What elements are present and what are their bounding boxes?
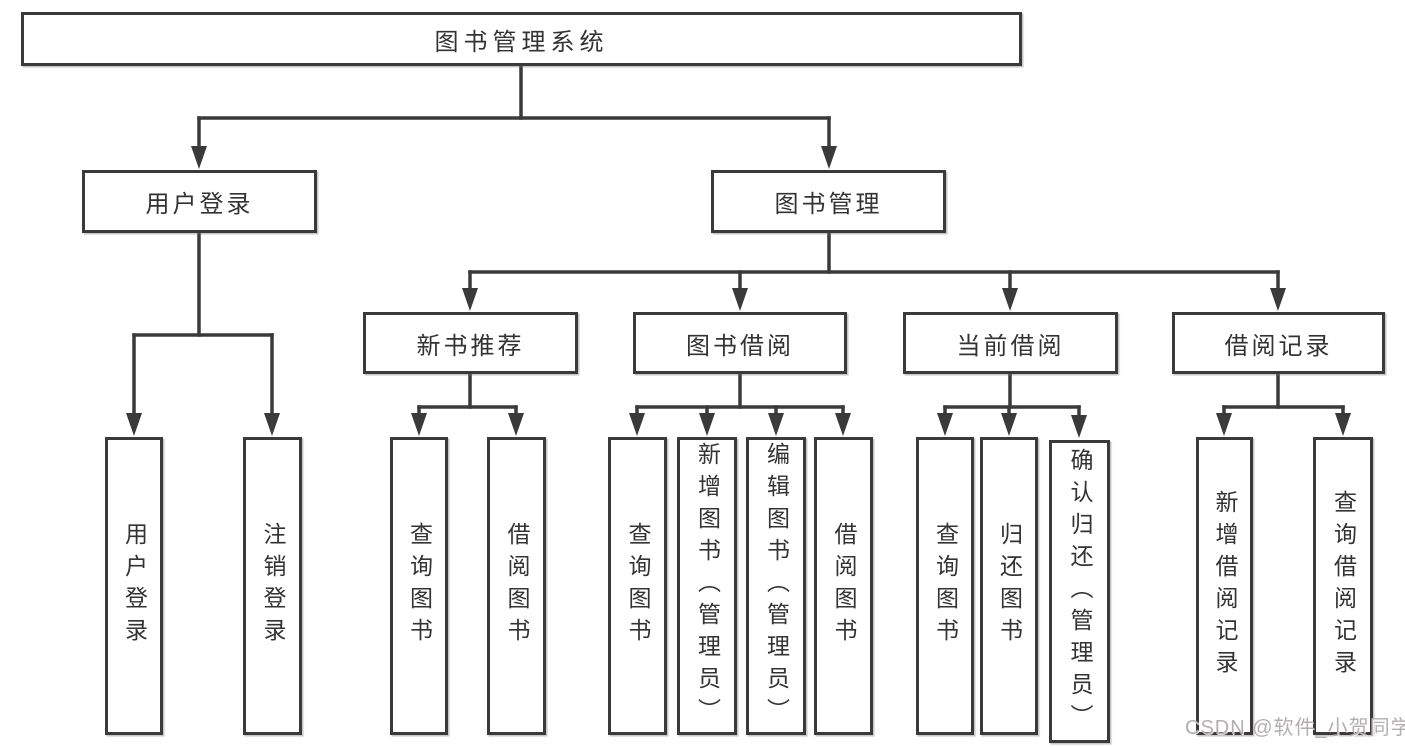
arrowhead [1002, 288, 1018, 311]
arrowhead [1216, 413, 1232, 436]
connector-root-to-level2 [191, 64, 837, 169]
leaf-query-books-current: 查询图书 [916, 437, 974, 735]
arrowhead [1001, 413, 1017, 436]
leaf-query-books-borrow: 查询图书 [608, 437, 667, 735]
leaf-query-borrow-record: 查询借阅记录 [1313, 437, 1373, 735]
arrowhead [1071, 415, 1087, 438]
node-book-borrow: 图书借阅 [633, 312, 847, 374]
arrowhead [835, 413, 851, 436]
leaf-edit-book-admin: 编辑图书（管理员） [746, 437, 806, 735]
arrowhead [462, 288, 478, 311]
node-new-book-recommend: 新书推荐 [363, 312, 578, 374]
arrowhead [699, 413, 715, 436]
connector-borrow-records-to-leaves [1216, 372, 1351, 436]
leaf-add-borrow-record: 新增借阅记录 [1196, 437, 1253, 735]
leaf-logout: 注销登录 [243, 437, 302, 735]
arrowhead [629, 413, 645, 436]
node-current-borrow: 当前借阅 [903, 312, 1118, 374]
arrowhead [264, 413, 280, 436]
leaf-return-books: 归还图书 [980, 437, 1038, 735]
arrowhead [508, 413, 524, 436]
node-user-login: 用户登录 [82, 170, 317, 233]
connector-new-book-recommend-to-leaves [411, 372, 524, 436]
node-borrow-records: 借阅记录 [1172, 312, 1385, 374]
arrowhead [411, 413, 427, 436]
arrowhead [1335, 413, 1351, 436]
arrowhead [126, 413, 142, 436]
arrowhead [768, 413, 784, 436]
csdn-watermark: CSDN @软件_小贺同学 [1185, 717, 1405, 739]
arrowhead [821, 146, 837, 169]
node-root: 图书管理系统 [21, 12, 1022, 66]
leaf-add-book-admin: 新增图书（管理员） [677, 437, 737, 735]
arrowhead [732, 288, 748, 311]
arrowhead [937, 413, 953, 436]
connector-book-borrow-to-leaves [629, 372, 851, 436]
arrowhead [1270, 288, 1286, 311]
node-book-management: 图书管理 [711, 170, 946, 233]
leaf-user-login: 用户登录 [105, 437, 163, 735]
leaf-borrow-books-recommend: 借阅图书 [487, 437, 546, 735]
leaf-confirm-return-admin: 确认归还（管理员） [1049, 440, 1110, 743]
leaf-query-books-recommend: 查询图书 [390, 437, 448, 735]
arrowhead [191, 146, 207, 169]
connector-current-borrow-to-leaves [937, 372, 1087, 438]
leaf-borrow-books: 借阅图书 [814, 437, 873, 735]
connector-book-management-to-level3 [462, 231, 1286, 311]
connector-user-login-to-leaves [126, 231, 280, 436]
